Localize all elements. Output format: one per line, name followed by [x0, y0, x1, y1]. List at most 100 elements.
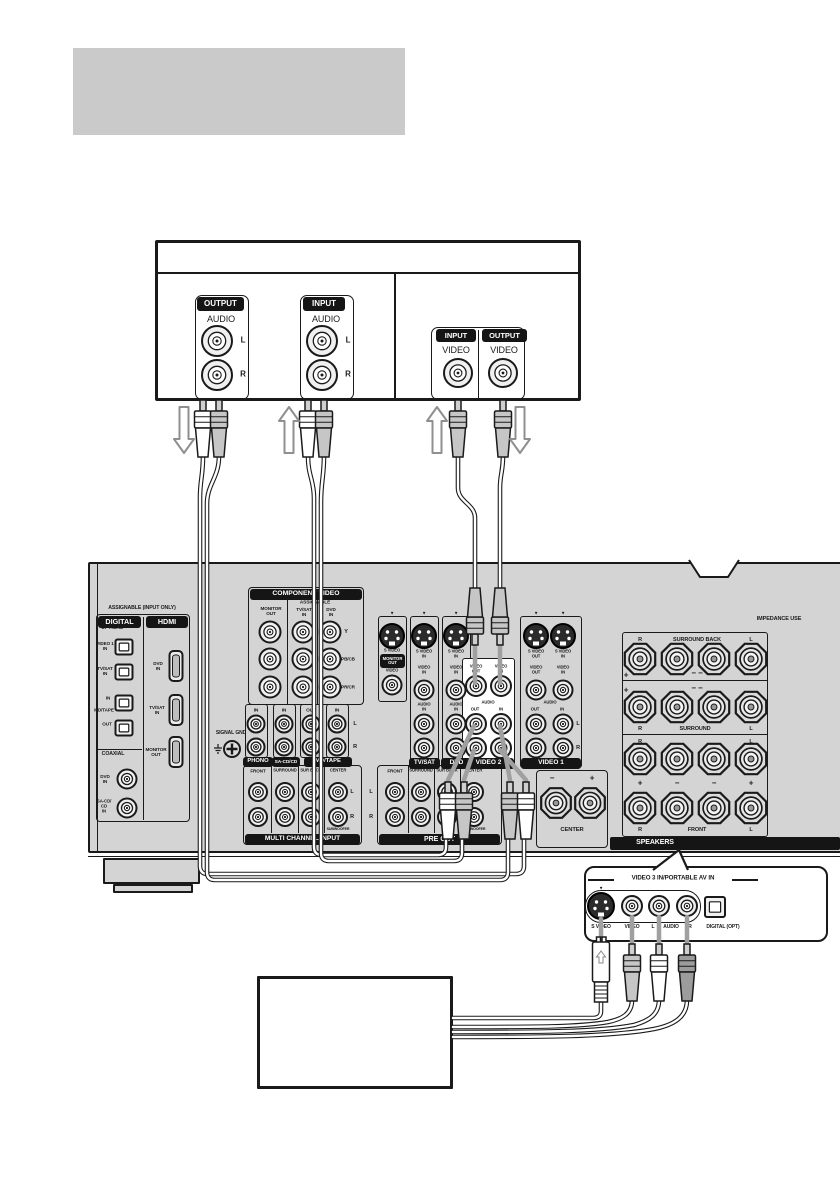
front-l-top: L	[749, 738, 753, 745]
multi-channel-group	[243, 765, 362, 845]
po-r: R	[369, 813, 373, 820]
video2-in: IN	[499, 706, 503, 712]
coaxial-sacd-in: SA-CD/ CD IN	[96, 798, 112, 814]
plug-dev-video-out	[493, 399, 513, 458]
panel-left-edge	[97, 564, 98, 851]
plug-dev-in-r	[314, 399, 334, 458]
optical-md-out: OUT	[102, 721, 112, 727]
md-tape-banner: MD/TAPE	[304, 757, 352, 767]
arrow-video-out-down	[509, 406, 531, 454]
po-l: L	[369, 788, 373, 795]
tvsat-svideo-in: S VIDEO IN	[415, 648, 433, 658]
component-video-banner: COMPONENT VIDEO	[250, 589, 362, 600]
hdmi-banner: HDMI	[146, 616, 188, 628]
sur-plus: +	[623, 685, 629, 695]
center-plus: +	[589, 773, 595, 783]
spk-div-2	[622, 734, 768, 736]
speakers-label: SPEAKERS	[636, 839, 674, 847]
video1-audio: AUDIO	[543, 699, 557, 705]
plug-dev-out-r	[209, 399, 229, 458]
video2-audio: AUDIO	[481, 699, 495, 705]
component-monitor-out: MONITOR OUT	[260, 605, 282, 616]
po-div-1	[408, 766, 409, 833]
sacd-banner: SA-CD/CD	[272, 757, 300, 767]
optical-md-tape: MD/TAPE	[94, 707, 114, 713]
device-header-line	[157, 272, 579, 274]
mark-video1-out: ▼	[533, 610, 539, 616]
video1-r: R	[576, 744, 580, 751]
coaxial-dvd-in: DVD IN	[100, 773, 110, 784]
plug-v3-audio-r	[677, 943, 697, 1002]
panel-bottom-lip	[88, 856, 840, 858]
sb-plus: +	[623, 670, 629, 680]
mc-div-3	[324, 766, 325, 833]
mc-r: R	[350, 813, 354, 820]
cable-svideo	[450, 999, 604, 1021]
video3-audio: AUDIO	[663, 924, 679, 931]
device-video-input-badge: INPUT	[436, 329, 476, 342]
mc-div-2	[298, 766, 299, 833]
plug-dev-in-l	[298, 399, 318, 458]
device-video-in-label: VIDEO	[442, 344, 470, 355]
tvsat-video-in: VIDEO IN	[417, 664, 431, 674]
pre-out-group	[377, 765, 502, 845]
component-pbcb: PB/CB	[341, 656, 355, 662]
optical-coax-divider	[97, 749, 142, 751]
plug-v3-audio-l	[649, 943, 669, 1002]
arrow-audio-in-up	[278, 406, 300, 454]
video3-jack-pill	[585, 890, 701, 923]
optical-tvsat-in: TV/SAT IN	[97, 665, 113, 676]
mark-dvd: ▼	[453, 610, 459, 616]
component-y: Y	[344, 628, 348, 635]
component-div-1	[287, 600, 288, 704]
video3-dash-left	[588, 879, 614, 881]
video3-svideo: S VIDEO	[591, 924, 611, 931]
speakers-banner-bar	[610, 837, 840, 850]
video1-video-in: VIDEO IN	[556, 664, 570, 674]
spk-div-1	[622, 680, 768, 682]
front-minus2: −	[711, 778, 717, 788]
impedance-use: IMPEDANCE USE	[756, 615, 802, 622]
device-input-badge: INPUT	[303, 297, 345, 311]
receiver-foot	[103, 858, 200, 884]
multi-channel-banner: MULTI CHANNEL INPUT	[245, 834, 360, 845]
signal-gnd-label: SIGNAL GND	[215, 730, 247, 737]
hdmi-tvsat-in: TV/SAT IN	[149, 704, 165, 715]
front-label: FRONT	[687, 826, 707, 833]
digital-hdmi-divider	[143, 617, 145, 820]
plug-v3-svideo	[591, 936, 611, 1003]
tvsat-audio-in: AUDIO IN	[417, 701, 431, 711]
mc-div-1	[271, 766, 272, 833]
mc-surround: SURROUND	[273, 767, 297, 773]
sur-r: R	[638, 725, 642, 732]
device-audio-in-r: R	[345, 369, 351, 379]
mark-monitor: ▼	[389, 610, 395, 616]
front-r: R	[638, 826, 642, 833]
cable-v3-video	[450, 997, 635, 1030]
po-div-3	[460, 766, 461, 833]
po-center: CENTER	[465, 767, 483, 773]
component-div-2	[317, 600, 318, 704]
video1-in: IN	[560, 706, 564, 712]
center-label: CENTER	[560, 826, 584, 833]
po-sur-back: SUR BACK	[436, 767, 458, 773]
hdmi-dvd-in: DVD IN	[153, 660, 163, 671]
tape-l: L	[353, 720, 357, 727]
arrow-video-in-up	[426, 406, 448, 454]
video1-out: OUT	[530, 706, 540, 712]
video2-video-out: VIDEO OUT	[469, 663, 483, 673]
device-audio-out-label: AUDIO	[206, 313, 236, 324]
po-front: FRONT	[387, 768, 403, 774]
coaxial-label: COAXIAL	[101, 751, 125, 758]
video3-dash-right	[732, 879, 758, 881]
surround-back-label: SURROUND BACK	[673, 636, 721, 643]
sur-minus: − −	[691, 683, 703, 693]
front-plus1: +	[637, 778, 643, 788]
device-audio-in-l: L	[345, 335, 351, 345]
dvd-video-in: VIDEO IN	[449, 664, 463, 674]
plug-v3-video	[622, 943, 642, 1002]
component-dvd-in: DVD IN	[326, 606, 336, 617]
video1-column-group	[520, 616, 582, 768]
plug-dev-video-in	[448, 399, 468, 458]
